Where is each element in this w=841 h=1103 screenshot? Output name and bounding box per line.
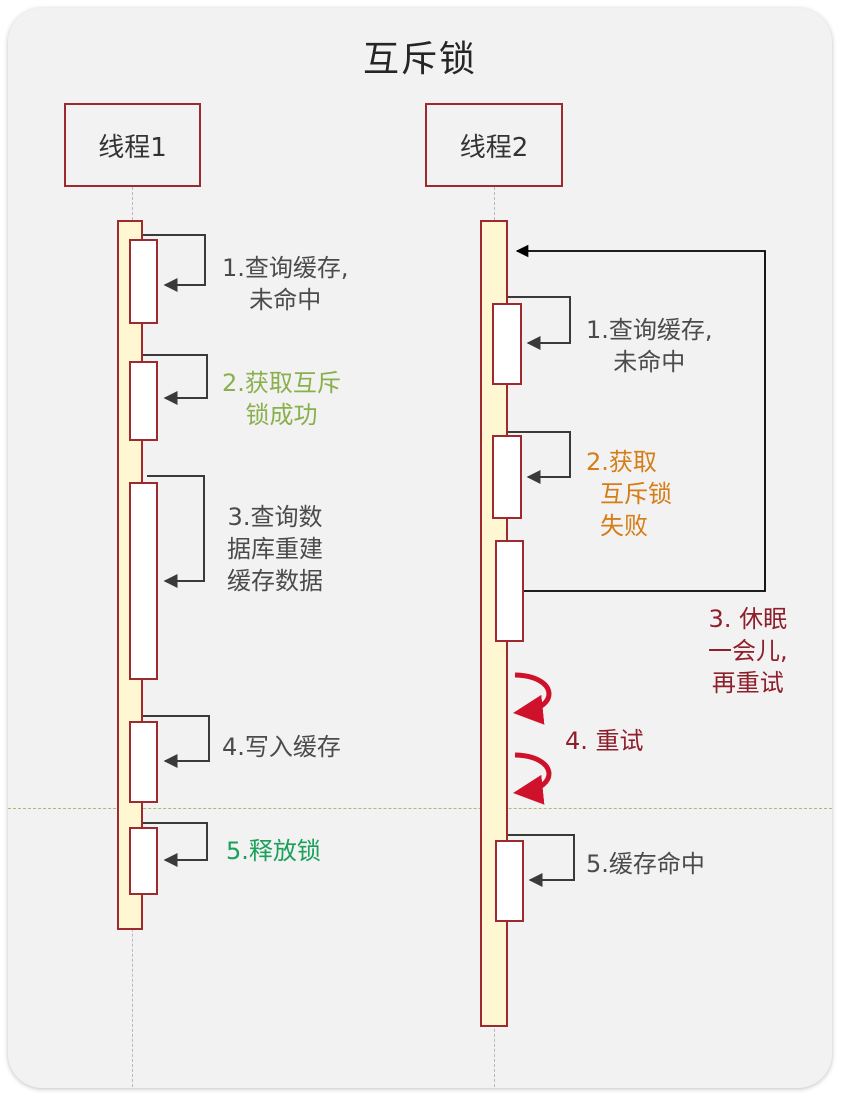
arrows-layer bbox=[143, 234, 766, 887]
thread2-step2-label: 2.获取 互斥锁 失败 bbox=[586, 446, 672, 542]
thread2-step1-box bbox=[492, 303, 522, 385]
retry-curve-arrow-1 bbox=[513, 672, 552, 725]
thread2-step2-line3: 失败 bbox=[600, 512, 648, 540]
thread1-step4-box bbox=[129, 721, 158, 803]
thread2-step2-arrow bbox=[508, 431, 571, 484]
thread2-step1-line2: 未命中 bbox=[613, 348, 686, 376]
thread2-step1-arrow bbox=[508, 296, 571, 350]
thread2-step5-arrow bbox=[508, 834, 575, 887]
thread2-step4-line1: 4. 重试 bbox=[565, 727, 644, 755]
thread2-step3-label: 3. 休眠 一会儿, 再重试 bbox=[708, 603, 788, 699]
thread2-step2-box bbox=[492, 435, 522, 519]
thread2-step5-box bbox=[495, 840, 524, 922]
retry-curve-arrow-2 bbox=[513, 752, 552, 805]
thread1-step3-line2: 据库重建 bbox=[227, 535, 323, 563]
thread1-step4-label: 4.写入缓存 bbox=[222, 731, 341, 763]
thread2-step4-label: 4. 重试 bbox=[565, 725, 644, 757]
thread2-step3-line3: 再重试 bbox=[711, 669, 784, 697]
thread2-step3-line1: 3. 休眠 bbox=[708, 605, 788, 633]
thread1-step2-line1: 2.获取互斥 bbox=[222, 369, 341, 397]
thread1-step3-box bbox=[129, 482, 158, 680]
thread1-step4-arrow bbox=[143, 715, 210, 768]
thread1-step5-line1: 5.释放锁 bbox=[226, 837, 321, 865]
thread1-step4-line1: 4.写入缓存 bbox=[222, 733, 341, 761]
thread1-step2-line2: 锁成功 bbox=[245, 401, 318, 429]
thread1-step1-line2: 未命中 bbox=[249, 286, 322, 314]
thread1-step3-label: 3.查询数 据库重建 缓存数据 bbox=[227, 501, 323, 597]
thread2-step1-label: 1.查询缓存, 未命中 bbox=[586, 314, 713, 378]
thread1-step5-arrow bbox=[143, 822, 208, 867]
thread1-step5-box bbox=[129, 827, 158, 895]
thread1-step2-box bbox=[129, 361, 158, 441]
thread2-step1-line1: 1.查询缓存, bbox=[586, 316, 713, 344]
thread2-step2-line2: 互斥锁 bbox=[600, 480, 672, 508]
thread2-step5-label: 5.缓存命中 bbox=[586, 848, 705, 880]
thread1-step5-label: 5.释放锁 bbox=[226, 835, 321, 867]
thread1-step1-line1: 1.查询缓存, bbox=[222, 254, 349, 282]
thread1-step1-arrow bbox=[143, 234, 206, 292]
diagram-title: 互斥锁 bbox=[362, 39, 477, 80]
thread1-step3-line1: 3.查询数 bbox=[227, 503, 323, 531]
thread1-step1-box bbox=[129, 239, 158, 324]
thread1-step3-line3: 缓存数据 bbox=[227, 567, 323, 595]
thread2-step2-line1: 2.获取 bbox=[586, 448, 657, 476]
diagram-card: 互斥锁 线程1 线程2 bbox=[8, 8, 832, 1088]
actor-thread1: 线程1 bbox=[64, 103, 201, 187]
thread2-sleep-retry-arrow bbox=[515, 244, 766, 592]
thread1-step2-label: 2.获取互斥 锁成功 bbox=[222, 367, 341, 431]
thread2-step5-line1: 5.缓存命中 bbox=[586, 850, 705, 878]
thread1-step2-arrow bbox=[143, 354, 208, 405]
phase-divider bbox=[8, 808, 832, 809]
thread1-step1-label: 1.查询缓存, 未命中 bbox=[222, 252, 349, 316]
actor-thread2: 线程2 bbox=[425, 103, 563, 187]
thread2-step3-box bbox=[495, 540, 524, 642]
thread1-step3-arrow bbox=[147, 475, 205, 588]
thread2-step3-line2: 一会儿, bbox=[708, 637, 788, 665]
